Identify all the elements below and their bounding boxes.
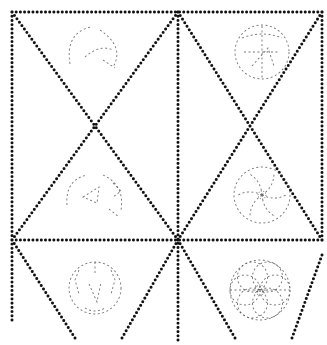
bracket-circle-sketch-icon bbox=[69, 262, 121, 314]
crescent-arcs-sketch-icon bbox=[69, 27, 117, 68]
arrow-arcs-sketch-icon bbox=[67, 175, 122, 217]
lower-diagonal-line-1 bbox=[11, 239, 77, 340]
left-border-line bbox=[11, 11, 14, 322]
radial-circle-sketch-icon bbox=[235, 25, 289, 79]
dotted-lines-layer bbox=[11, 11, 324, 342]
lower-diagonal-line-3 bbox=[121, 239, 180, 340]
middle-vertical-line bbox=[177, 11, 180, 342]
lower-diagonal-line-2 bbox=[177, 239, 237, 340]
rosette-circle-sketch-icon bbox=[230, 260, 290, 320]
middle-horizontal-line bbox=[11, 239, 324, 242]
lower-diagonal-line-4 bbox=[291, 254, 324, 340]
top-border-line bbox=[11, 11, 324, 14]
right-border-line bbox=[321, 11, 324, 242]
petal-circle-sketch-icon bbox=[234, 167, 290, 223]
